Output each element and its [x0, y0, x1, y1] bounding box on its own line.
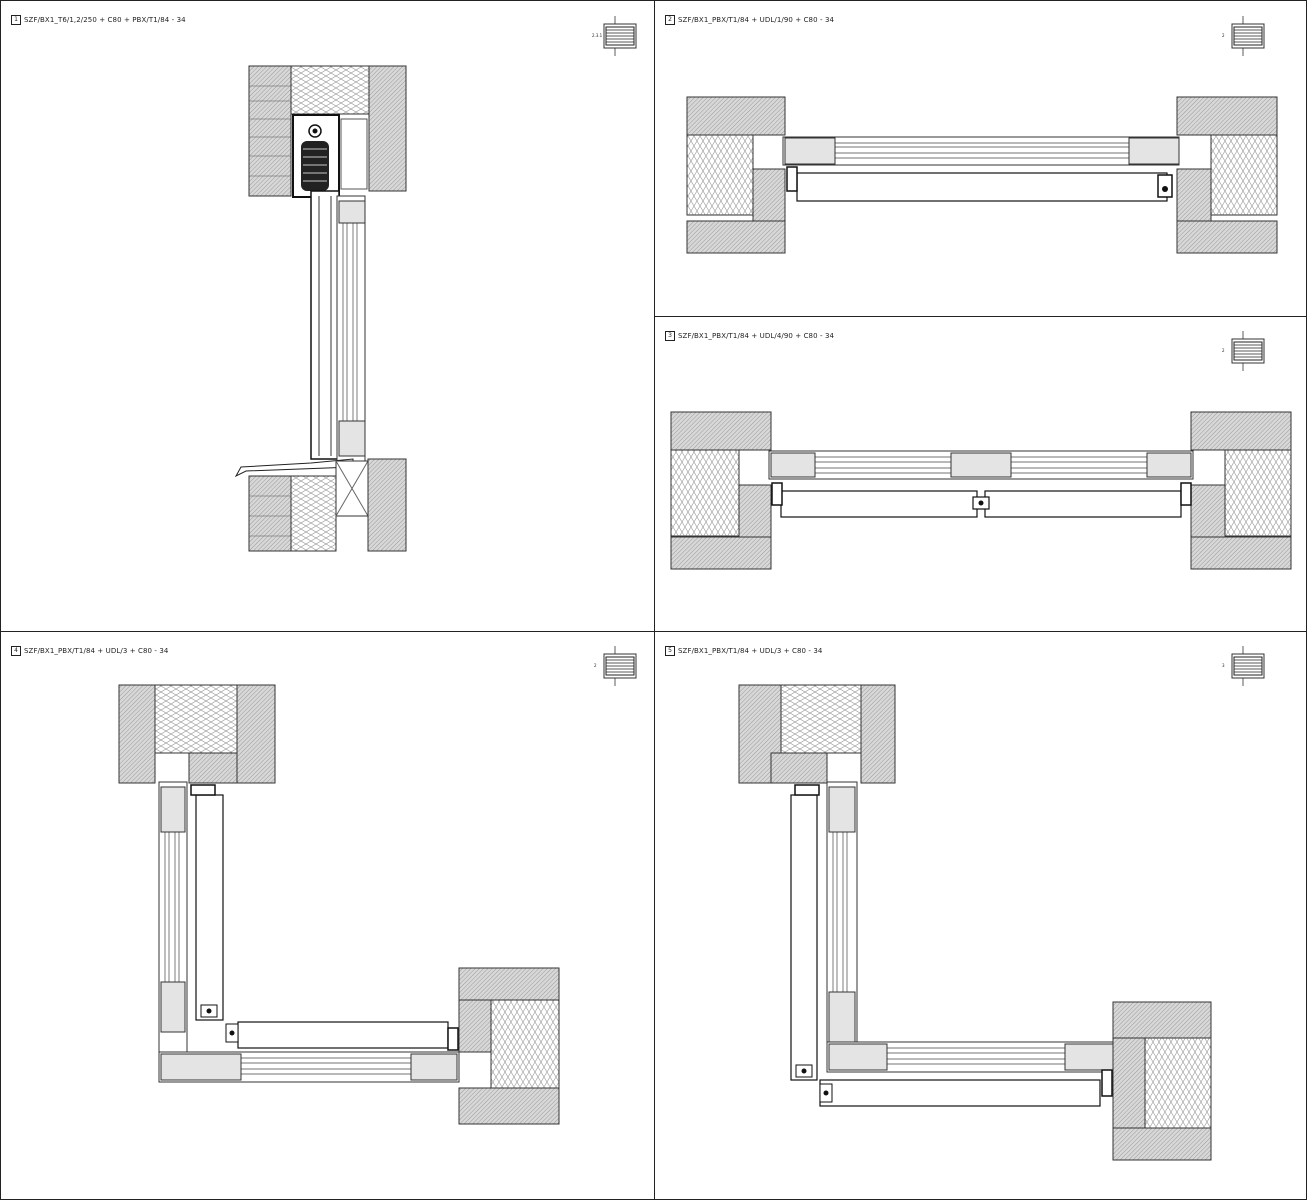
- key-plan-note: 2: [594, 663, 597, 668]
- key-plan-note: 2: [1222, 348, 1225, 353]
- panel-label: 3 SZF/BX1_PBX/T1/84 + UDL/4/90 + C80 - 3…: [665, 331, 834, 341]
- panel-label: 1 SZF/BX1_T6/1,2/250 + C80 + PBX/T1/84 -…: [11, 15, 186, 25]
- key-plan-note: 3: [1222, 663, 1225, 668]
- panel-label: 4 SZF/BX1_PBX/T1/84 + UDL/3 + C80 - 34: [11, 646, 168, 656]
- panel-number: 1: [11, 15, 21, 25]
- panel-title: SZF/BX1_PBX/T1/84 + UDL/4/90 + C80 - 34: [678, 332, 835, 340]
- key-plan: 2: [1222, 16, 1270, 56]
- key-plan-icon: [603, 646, 637, 686]
- key-plan: 2: [594, 646, 642, 686]
- panel-number: 5: [665, 646, 675, 656]
- panel-label: 2 SZF/BX1_PBX/T1/84 + UDL/1/90 + C80 - 3…: [665, 15, 834, 25]
- corner-section-drawing: [118, 684, 560, 1125]
- key-plan-note: 2: [1222, 33, 1225, 38]
- panel-number: 2: [665, 15, 675, 25]
- panel-title: SZF/BX1_PBX/T1/84 + UDL/3 + C80 - 34: [678, 647, 823, 655]
- horizontal-section-drawing: [686, 96, 1278, 254]
- corner-section-drawing: [738, 684, 1212, 1161]
- key-plan-note: 2.3.1: [592, 33, 603, 38]
- panel-label: 5 SZF/BX1_PBX/T1/84 + UDL/3 + C80 - 34: [665, 646, 822, 656]
- panel-3: 3 SZF/BX1_PBX/T1/84 + UDL/4/90 + C80 - 3…: [654, 316, 1307, 632]
- panel-title: SZF/BX1_PBX/T1/84 + UDL/1/90 + C80 - 34: [678, 16, 835, 24]
- panel-title: SZF/BX1_T6/1,2/250 + C80 + PBX/T1/84 - 3…: [24, 16, 186, 24]
- panel-5: 5 SZF/BX1_PBX/T1/84 + UDL/3 + C80 - 34: [654, 631, 1307, 1200]
- key-plan-icon: [1231, 16, 1265, 56]
- panel-1: 1 SZF/BX1_T6/1,2/250 + C80 + PBX/T1/84 -…: [0, 0, 655, 632]
- panel-4: 4 SZF/BX1_PBX/T1/84 + UDL/3 + C80 - 34: [0, 631, 655, 1200]
- key-plan: 3: [1222, 646, 1270, 686]
- vertical-section-drawing: [234, 65, 407, 552]
- horizontal-section-drawing: [670, 411, 1292, 570]
- key-plan: 2.3.1: [592, 16, 642, 56]
- panel-2: 2 SZF/BX1_PBX/T1/84 + UDL/1/90 + C80 - 3…: [654, 0, 1307, 317]
- panel-number: 3: [665, 331, 675, 341]
- panel-number: 4: [11, 646, 21, 656]
- key-plan: 2: [1222, 331, 1270, 371]
- key-plan-icon: [1231, 331, 1265, 371]
- key-plan-icon: [1231, 646, 1265, 686]
- key-plan-icon: [603, 16, 637, 56]
- panel-title: SZF/BX1_PBX/T1/84 + UDL/3 + C80 - 34: [24, 647, 169, 655]
